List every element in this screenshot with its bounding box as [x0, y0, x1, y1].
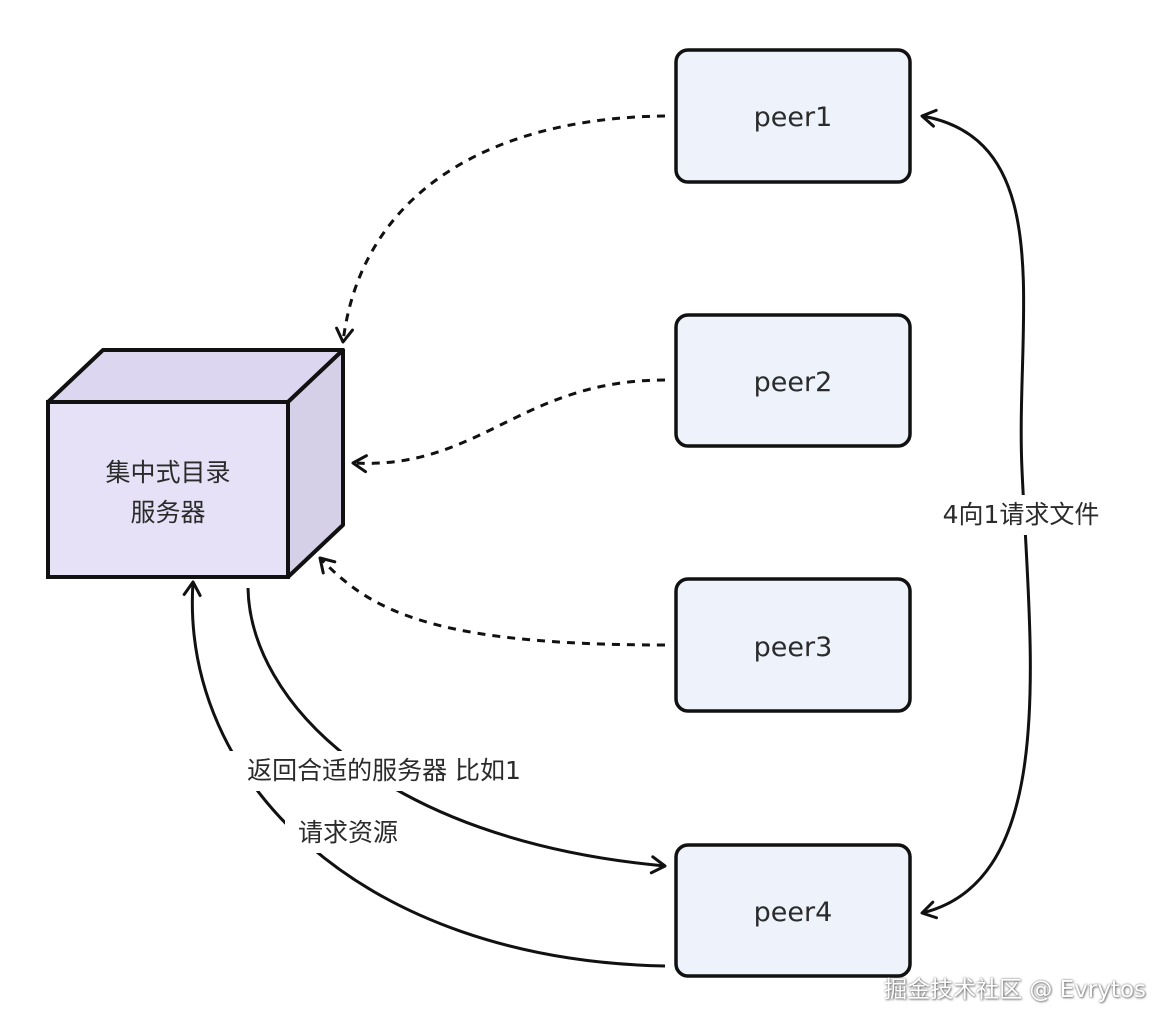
server-label-line-2: 服务器 — [130, 498, 205, 527]
peer4-node: peer4 — [674, 843, 912, 978]
central-directory-server: 集中式目录 服务器 — [46, 348, 345, 579]
edge-label-server-to-peer4: 返回合适的服务器 比如1 — [228, 751, 540, 791]
peer1-node: peer1 — [674, 48, 912, 184]
edge-label-peer4-to-peer1-text: 4向1请求文件 — [943, 500, 1100, 529]
server-label-line-1: 集中式目录 — [105, 458, 230, 487]
edge-peer1-to-server — [335, 114, 666, 344]
edge-label-peer4-to-server-text: 请求资源 — [298, 818, 398, 847]
peer3-label: peer3 — [754, 632, 833, 663]
peer1-label: peer1 — [754, 102, 833, 133]
edge-label-peer4-to-server: 请求资源 — [285, 813, 411, 853]
edge-label-server-to-peer4-text: 返回合适的服务器 比如1 — [247, 756, 521, 785]
edge-label-peer4-to-peer1: 4向1请求文件 — [930, 495, 1112, 535]
peer4-label: peer4 — [754, 897, 833, 928]
server-cube-front — [46, 400, 290, 579]
peer2-label: peer2 — [754, 367, 833, 398]
watermark: 掘金技术社区 @ Evrytos — [884, 977, 1146, 1003]
edge-peer3-to-server — [318, 556, 666, 647]
peer2-node: peer2 — [674, 313, 912, 448]
peer3-node: peer3 — [674, 577, 912, 713]
edge-peer2-to-server — [351, 378, 666, 474]
edge-peer4-peer1-bidirectional — [920, 108, 1032, 920]
